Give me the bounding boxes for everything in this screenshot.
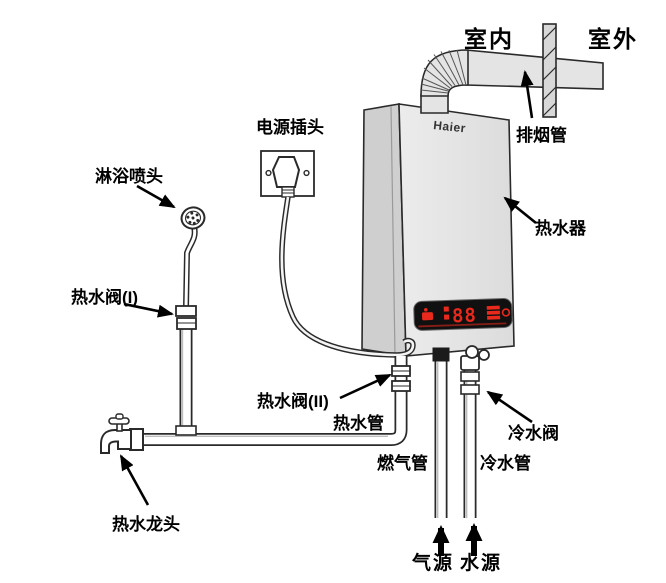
arrow-cold-water-valve: [486, 390, 533, 424]
exhaust-duct: [420, 23, 604, 118]
label-outdoor: 室外: [588, 26, 638, 52]
water-heater-unit: Haier 88: [361, 103, 515, 357]
label-indoor: 室内: [464, 26, 514, 52]
label-hot-water-valve-1: 热水阀(I): [71, 288, 139, 307]
label-gas-source: 气源: [412, 553, 455, 574]
label-hot-water-pipe: 热水管: [333, 414, 384, 433]
heater-display: 88: [413, 298, 513, 331]
power-cord: [279, 196, 416, 358]
shower-head: [180, 206, 206, 230]
hot-water-faucet: [100, 413, 144, 454]
tee-coupling: [175, 425, 197, 436]
label-exhaust-pipe: 排烟管: [516, 126, 567, 145]
arrow-exhaust-pipe: [520, 70, 534, 119]
cold-water-valve: [460, 345, 490, 395]
hot-water-pipe-run: [142, 356, 408, 446]
wall-hatching: [542, 26, 557, 117]
label-hot-water-valve-2: 热水阀(II): [257, 392, 329, 411]
display-digits: 88: [452, 304, 478, 327]
arrow-water-heater: [503, 196, 537, 225]
power-outlet: [260, 150, 315, 198]
faucet-handle: [108, 413, 130, 432]
label-shower-head: 淋浴喷头: [95, 167, 163, 186]
label-water-source: 水源: [460, 553, 503, 574]
outlet-screw-left: [265, 169, 272, 177]
cord-strain-relief: [281, 186, 295, 198]
brand-logo: Haier: [433, 118, 467, 135]
side-panel-crease: [390, 105, 396, 356]
elbow-corrugation: [420, 49, 467, 94]
wall: [542, 23, 557, 118]
label-water-heater: 热水器: [535, 219, 586, 238]
label-gas-pipe: 燃气管: [377, 454, 428, 473]
gas-inlet-fitting: [432, 347, 450, 362]
display-indicators: [418, 305, 511, 328]
arrow-shower-head: [136, 184, 176, 209]
duct-vertical: [420, 94, 449, 114]
arrow-hot-water-faucet: [119, 454, 150, 506]
duct-elbow: [420, 49, 469, 97]
heater-front-panel: [398, 103, 515, 357]
label-cold-water-valve: 冷水阀: [508, 424, 559, 443]
label-cold-water-pipe: 冷水管: [480, 454, 531, 473]
gas-pipe: [432, 347, 450, 518]
source-arrows: [432, 523, 483, 556]
arrow-hot-water-valve-2: [339, 373, 392, 400]
power-plug-body: [271, 156, 301, 188]
label-hot-water-faucet: 热水龙头: [112, 515, 180, 534]
shower-assembly: [175, 206, 206, 441]
duct-horizontal: [465, 49, 604, 90]
arrow-hot-water-valve-1: [123, 302, 174, 318]
annotation-arrows: [119, 70, 537, 506]
outlet-screw-right: [303, 169, 310, 177]
label-power-plug: 电源插头: [256, 118, 324, 137]
shower-riser-pipe: [179, 328, 193, 441]
hot-water-valve-2: [391, 365, 411, 392]
hot-water-valve-1: [175, 305, 197, 330]
